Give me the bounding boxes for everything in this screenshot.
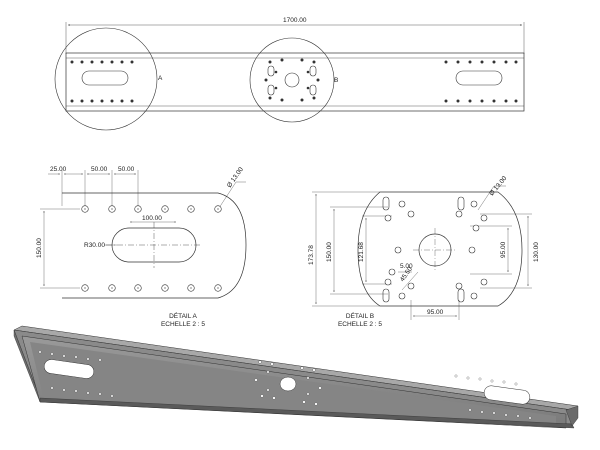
dim-b-height-130: 130.00 [533,242,540,262]
dim-a-slot-radius: R30.00 [84,242,105,249]
dim-a-hole-dia: Ø 13.00 [226,166,245,189]
detail-a-title: DÉTAIL A [169,311,197,320]
detail-b-title: DÉTAIL B [346,311,374,320]
dim-b-height-150: 150.00 [326,242,333,262]
detail-a-scale: ECHELLE 2 : 5 [161,321,205,328]
isometric-holes [38,350,532,420]
view-label-a: A [158,75,163,82]
detail-b-scale: ECHELLE 2 : 5 [338,321,382,328]
dim-a-pitch1: 50.00 [91,166,108,173]
overall-length-dim: 1700.00 [283,17,307,24]
dim-b-width-95: 95.00 [427,309,444,316]
top-view-holes [70,58,518,103]
isometric-view [13,325,579,429]
detail-a [40,170,247,299]
dim-a-slot-length: 100.00 [142,215,162,222]
detail-b [312,185,532,320]
dim-a-height: 150.00 [36,238,43,258]
view-label-b: B [334,77,338,84]
dim-b-small-5: 5.00 [400,263,413,270]
detail-b-holes [384,200,488,300]
dim-a-pitch2: 50.00 [118,166,135,173]
dim-a-edge: 25.00 [50,166,67,173]
dim-b-total-height: 173.78 [308,245,315,265]
top-view [54,22,525,131]
dim-b-height-95: 95.00 [500,241,507,258]
dim-b-height-121: 121.68 [358,242,365,262]
